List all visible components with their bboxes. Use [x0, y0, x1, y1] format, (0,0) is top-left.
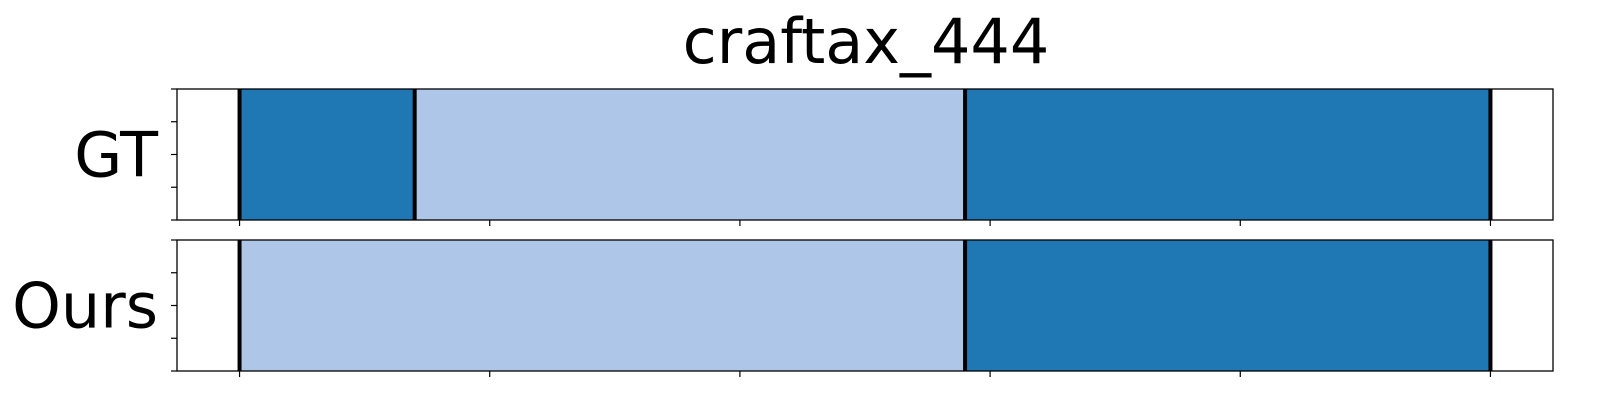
- row-label-gt: GT: [74, 119, 159, 192]
- segment-2: [965, 240, 1491, 371]
- segment-1: [239, 240, 966, 371]
- chart-title: craftax_444: [683, 5, 1050, 78]
- segment-2: [414, 89, 966, 220]
- row-ours: Ours: [12, 239, 1554, 377]
- row-gt: GT: [74, 88, 1554, 226]
- segment-1: [239, 89, 415, 220]
- segment-3: [965, 89, 1491, 220]
- row-label-ours: Ours: [12, 270, 158, 343]
